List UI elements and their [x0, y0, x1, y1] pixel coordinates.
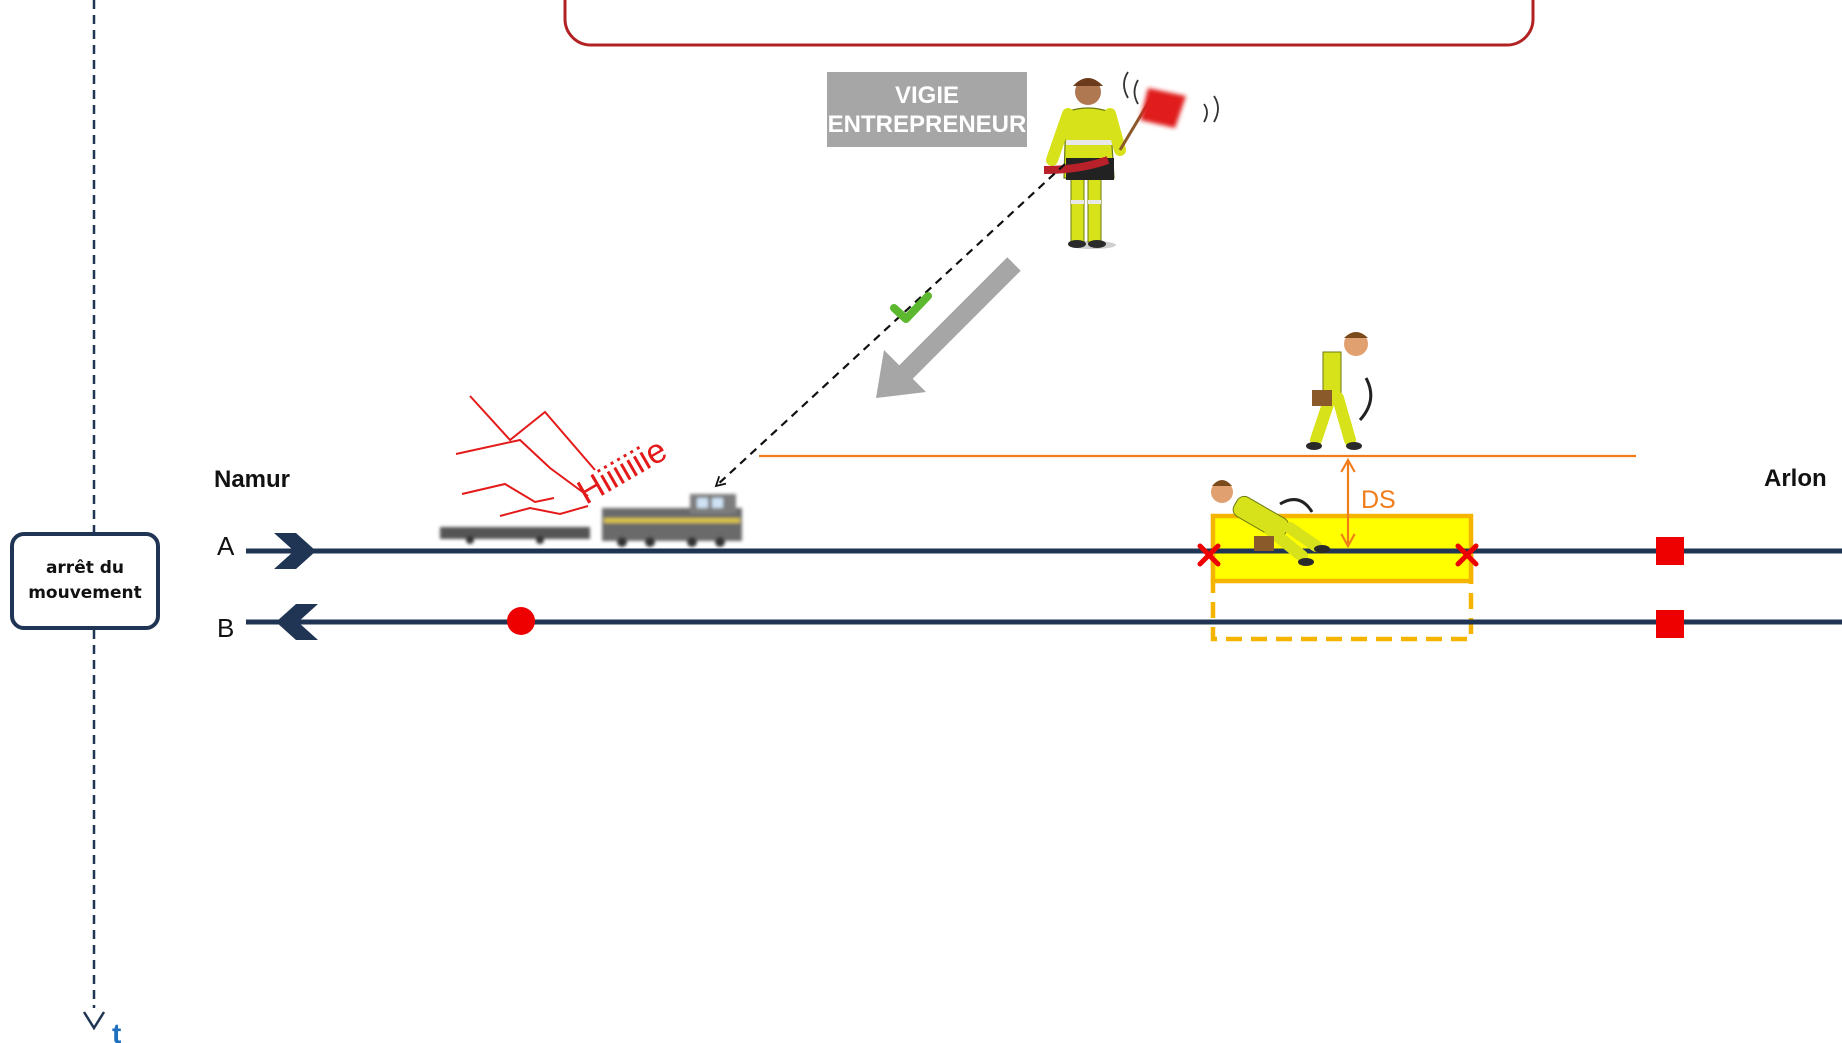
state-line-2: mouvement — [28, 583, 142, 603]
worker-icon — [1306, 332, 1373, 450]
time-axis-arrowhead — [82, 1011, 106, 1031]
safety-distance-label: DS — [1361, 486, 1396, 514]
movement-stop-state-box: arrêt du mouvement — [10, 532, 160, 630]
train-icon — [440, 494, 742, 547]
station-left: Namur — [214, 466, 290, 493]
top-info-box — [563, 0, 1535, 47]
direction-chevron-icon — [276, 604, 318, 640]
track-a-label: A — [217, 531, 235, 561]
signal-square-icon — [1656, 610, 1684, 638]
track-b-label: B — [217, 613, 234, 643]
stop-cross-icon — [1197, 543, 1221, 567]
lookout-worker-icon — [1043, 78, 1126, 249]
signal-dot-icon — [507, 607, 535, 635]
signal-square-icon — [1656, 537, 1684, 565]
flag-icon — [1118, 71, 1219, 151]
station-right: Arlon — [1764, 465, 1827, 492]
vigie-label-line2: ENTREPRENEUR — [828, 111, 1027, 138]
sound-waves — [455, 395, 596, 517]
state-line-1: arrêt du — [45, 558, 125, 578]
direction-chevron-icon — [274, 533, 316, 569]
train-horn-text: Hiiiiiiie — [571, 431, 673, 512]
stop-cross-icon — [1455, 543, 1479, 567]
vigie-label-box — [827, 72, 1027, 147]
big-gray-arrow — [876, 257, 1021, 398]
time-axis-label: t — [112, 1018, 121, 1043]
warning-communication-line — [714, 163, 1066, 488]
fallen-worker-icon — [1211, 480, 1330, 566]
check-icon — [890, 292, 932, 323]
vigie-label-line1: VIGIE — [895, 82, 959, 109]
